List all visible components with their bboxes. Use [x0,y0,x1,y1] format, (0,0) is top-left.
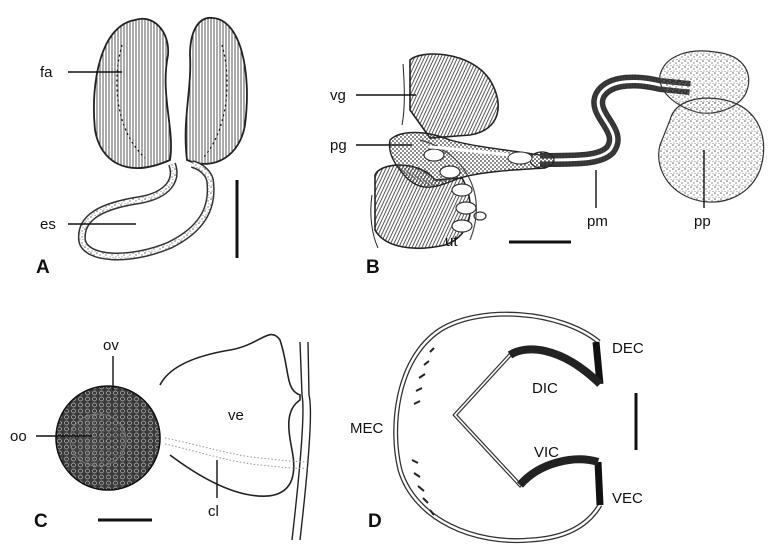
label-mec: MEC [350,420,384,437]
panel-c: ov oo ve cl C [10,335,310,540]
panel-label-a: A [36,257,50,278]
label-dec: DEC [612,340,644,357]
ovary-illustration [56,335,310,540]
cross-section-illustration [396,314,600,540]
panel-d: DEC DIC MEC VIC VEC D [350,314,644,540]
panel-label-d: D [368,511,382,532]
panel-b: vg pg ut pm pp B [330,51,764,278]
label-fa: fa [40,64,53,81]
female-atrium-illustration [82,18,247,257]
label-oo: oo [10,428,27,445]
label-cl: cl [208,503,219,520]
label-vic: VIC [534,444,559,461]
label-dic: DIC [532,380,558,397]
label-es: es [40,216,56,233]
label-ut: ut [445,233,458,250]
panel-a: fa es A [36,18,247,278]
label-pp: pp [694,213,711,230]
panel-label-c: C [34,511,48,532]
label-ve: ve [228,407,244,424]
label-pg: pg [330,137,347,154]
panel-label-b: B [366,257,380,278]
label-ov: ov [103,337,119,354]
label-pm: pm [587,213,608,230]
label-vec: VEC [612,490,643,507]
label-vg: vg [330,87,346,104]
